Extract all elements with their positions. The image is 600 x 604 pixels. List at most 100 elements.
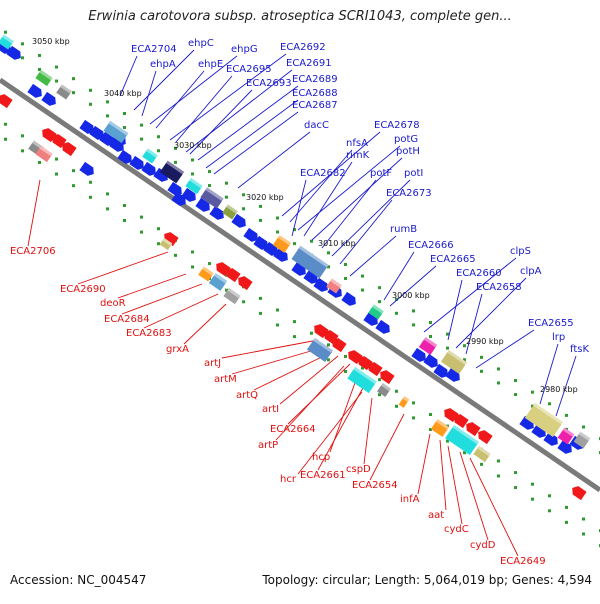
track-dot — [4, 122, 7, 126]
leader-line — [279, 355, 339, 405]
gray-gene-box — [56, 84, 72, 100]
track-dot — [140, 123, 143, 127]
plus-gene-arrow — [167, 181, 182, 196]
label-leader-lines — [27, 49, 577, 557]
track-dot — [21, 134, 24, 138]
cyan-gene-box — [142, 148, 158, 164]
track-dot — [140, 137, 143, 141]
plus-gene-arrow — [543, 431, 558, 446]
kbp-tick-label: 2980 kbp — [540, 385, 578, 394]
plus-gene-arrow — [209, 205, 224, 220]
track-dot — [463, 344, 466, 348]
gene-label-clpA: clpA — [520, 266, 542, 277]
track-dot — [208, 170, 211, 174]
track-dot — [344, 262, 347, 266]
leader-line — [297, 391, 363, 475]
track-dot — [55, 172, 58, 176]
leader-line — [149, 55, 238, 125]
track-dot — [327, 265, 330, 269]
track-dot — [582, 517, 585, 521]
track-dot — [344, 369, 347, 373]
plus-gene-arrow — [253, 235, 268, 250]
track-dot — [242, 300, 245, 304]
track-dot — [531, 390, 534, 394]
track-dot — [106, 114, 109, 118]
gene-label-potG: potG — [394, 134, 418, 145]
gene-label-ehpE: ehpE — [198, 59, 223, 70]
gene-label-ftsK: ftsK — [570, 344, 589, 355]
leader-line — [321, 179, 377, 249]
track-dot — [327, 251, 330, 255]
leader-line — [317, 385, 365, 471]
plus-gene-arrow — [519, 415, 534, 430]
gene-label-ECA2673: ECA2673 — [386, 188, 432, 199]
genome-backbone — [0, 77, 600, 493]
leader-line — [303, 161, 353, 237]
plus-gene-arrow — [231, 213, 246, 228]
plus-gene-arrow — [41, 91, 56, 106]
track-dot — [514, 393, 517, 397]
plus-gene-arrow — [0, 39, 11, 54]
khaki-gene-box — [524, 402, 564, 438]
blue-gene-box — [291, 245, 329, 279]
track-dot — [72, 91, 75, 95]
topology-label: Topology: circular; Length: 5,064,019 bp… — [262, 573, 592, 587]
green-gene-box — [35, 69, 53, 87]
track-dot — [293, 242, 296, 246]
kbp-tick-label: 3000 kbp — [392, 291, 430, 300]
gene-label-artP: artP — [258, 440, 278, 451]
track-dot — [412, 309, 415, 313]
track-dot — [497, 367, 500, 371]
track-dot — [38, 160, 41, 164]
track-dot — [582, 532, 585, 536]
track-dot — [225, 181, 228, 185]
kbp-tick-label: 3030 kbp — [174, 141, 212, 150]
gene-label-ECA2654: ECA2654 — [352, 480, 398, 491]
track-dot — [446, 346, 449, 350]
plus-strand-labels: ECA2704ehpCehpAehpGehpEECA2692ECA2695ECA… — [131, 38, 589, 355]
blue-gene-box — [306, 338, 334, 362]
gene-label-ECA2661: ECA2661 — [300, 470, 346, 481]
plus-gene-arrow — [6, 45, 21, 60]
blue-gene-box — [208, 273, 228, 291]
leader-line — [369, 413, 405, 481]
leader-line — [197, 85, 299, 161]
leader-line — [383, 251, 415, 301]
plus-gene-arrow — [171, 191, 186, 206]
gene-label-potH: potH — [396, 146, 420, 157]
plus-gene-arrow — [79, 119, 94, 134]
gene-label-ehpA: ehpA — [150, 59, 176, 70]
plus-gene-arrow — [273, 247, 288, 262]
pink-gene-box — [326, 278, 342, 294]
track-dot — [123, 219, 126, 223]
track-dot — [429, 321, 432, 325]
plus-gene-arrow — [99, 131, 114, 146]
track-dot — [429, 335, 432, 339]
cyan-gene-box — [347, 366, 377, 394]
leader-line — [143, 293, 219, 329]
gray-gene-box — [377, 383, 391, 397]
leader-line — [155, 70, 205, 129]
minus-gene-arrow — [466, 422, 481, 437]
magenta-gene-box — [418, 337, 438, 355]
track-dot — [446, 439, 449, 443]
leader-line — [117, 273, 187, 299]
track-dot — [565, 413, 568, 417]
track-dot — [378, 286, 381, 290]
plus-gene-arrow — [423, 353, 438, 368]
leader-line — [27, 179, 41, 247]
khaki-gene-box — [473, 445, 491, 463]
orange-gene-box — [272, 235, 292, 253]
track-dot — [208, 262, 211, 266]
leader-line — [339, 199, 393, 265]
minus-gene-arrow — [572, 486, 587, 501]
gene-label-hcr: hcr — [280, 474, 297, 485]
leader-line — [439, 439, 447, 511]
gene-label-ECA2693: ECA2693 — [246, 78, 292, 89]
track-dot — [157, 242, 160, 246]
track-dot — [55, 157, 58, 161]
track-dot — [123, 112, 126, 116]
blue-gene-box — [103, 120, 129, 144]
pink-gene-box — [35, 145, 53, 163]
leader-line — [221, 339, 319, 359]
